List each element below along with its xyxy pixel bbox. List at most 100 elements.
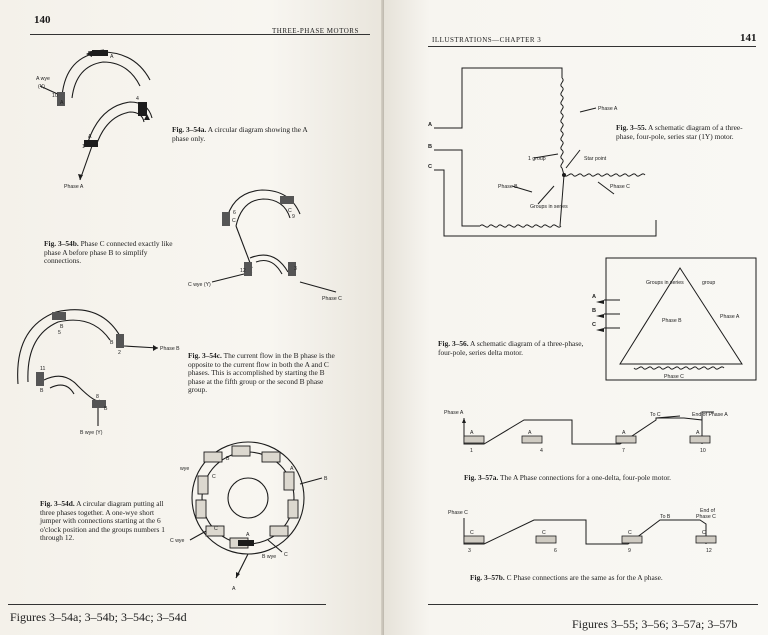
fig-57b-caption: Fig. 3–57b. C Phase connections are the …	[470, 573, 750, 583]
header-rule	[428, 46, 756, 47]
fig-54d-text: A circular diagram putting all three pha…	[40, 499, 165, 543]
groups-in-series-label: Groups in series	[530, 204, 568, 210]
phase-c-label: Phase C	[610, 184, 630, 190]
fig-54c-number: Fig. 3–54c.	[188, 351, 222, 360]
footer-caption: Figures 3–55; 3–56; 3–57a; 3–57b	[572, 617, 738, 631]
a-wye-label: A wye	[36, 76, 50, 82]
b-wye-label-d: B wye	[262, 554, 276, 560]
fig-57a-caption: Fig. 3–57a. The A Phase connections for …	[464, 473, 754, 483]
phase-c-label: Phase C	[448, 510, 468, 516]
group-label: group	[702, 280, 715, 286]
wye-label: wye	[180, 466, 189, 472]
one-group-label: 1 group	[528, 156, 546, 162]
n3-label: 3	[294, 266, 297, 272]
fig-54c-caption: Fig. 3–54c. The current flow in the B ph…	[188, 351, 338, 395]
fig-54d-caption: Fig. 3–54d. A circular diagram putting a…	[40, 499, 174, 543]
b-label-d2: B	[324, 476, 328, 482]
to-c-label: To C	[650, 412, 661, 418]
n10-label: 10	[700, 448, 706, 454]
star-point-label: Star point	[584, 156, 607, 162]
phase-b-label: Phase B	[498, 184, 518, 190]
n5-label: 5	[58, 330, 61, 336]
b-label-d1: B	[226, 456, 230, 462]
n12-label: 12	[706, 548, 712, 554]
end-of-label: End of	[700, 508, 716, 514]
n6-label: 6	[554, 548, 557, 554]
fig-54a-caption: Fig. 3–54a. A circular diagram showing t…	[172, 125, 310, 143]
delta-b-label: B	[592, 308, 596, 314]
fig-57b-text: C Phase connections are the same as for …	[506, 573, 663, 582]
fig-55-number: Fig. 3–55.	[616, 123, 647, 132]
c-wye-label: C wye (Y)	[188, 282, 211, 288]
c-label-3: C	[628, 530, 632, 536]
fig-57a-text: The A Phase connections for a one-delta,…	[500, 473, 672, 482]
b-wye-label: B wye (Y)	[80, 430, 103, 436]
c-label-1: C	[232, 218, 236, 224]
header-rule	[30, 34, 370, 35]
page-number: 141	[740, 32, 757, 44]
a-group-label: A	[60, 100, 64, 106]
a-label-2: A	[528, 430, 532, 436]
phase-a-label: Phase A	[444, 410, 464, 416]
fig-54b-text: Phase C connected exactly like phase A b…	[44, 239, 173, 266]
b-label-3: B	[40, 388, 44, 394]
footer-rule	[8, 604, 326, 605]
n10-label: 10	[52, 93, 58, 99]
c-label-d1: C	[212, 474, 216, 480]
line-b-label: B	[428, 144, 432, 150]
n1-label: 1	[82, 144, 85, 150]
phase-c-label: Phase C	[322, 296, 342, 302]
to-b-label: To B	[660, 514, 671, 520]
page-number: 140	[34, 14, 51, 26]
fig-56-number: Fig. 3–56.	[438, 339, 469, 348]
n6-label: 6	[233, 210, 236, 216]
fig-54d-diagram: B A C wye C A B C wye B wye C A	[170, 441, 328, 592]
n12-label: 12	[240, 268, 246, 274]
c-label-4: C	[702, 530, 706, 536]
fig-54c-text: The current flow in the B phase is the o…	[188, 351, 335, 395]
phase-a-label: Phase A	[720, 314, 740, 320]
phase-a-label: Phase A	[598, 106, 618, 112]
phase-a-label: Phase A	[64, 184, 84, 190]
n3-label: 3	[468, 548, 471, 554]
fig-54c-diagram: B 5 B 2 11 B 8 B Phase B B wye (Y)	[17, 309, 180, 436]
right-page: ILLUSTRATIONS—CHAPTER 3 141 A B C Phase …	[384, 0, 768, 635]
fig-55-text: A schematic diagram of a three-phase, fo…	[616, 123, 743, 141]
fig-55-caption: Fig. 3–55. A schematic diagram of a thre…	[616, 123, 748, 141]
b-label-2: B	[110, 340, 114, 346]
n7-label: 7	[622, 448, 625, 454]
phase-b-label: Phase B	[662, 318, 682, 324]
fig-56-caption: Fig. 3–56. A schematic diagram of a thre…	[438, 339, 588, 357]
left-page: 140 THREE-PHASE MOTORS A wye (Y) A 10 A …	[0, 0, 384, 635]
fig-55-diagram: A B C Phase A 1 group Star point Phase B…	[428, 67, 657, 237]
c-label-1: C	[470, 530, 474, 536]
a-label-d3: A	[232, 586, 236, 592]
a-group-label-3: A	[88, 134, 92, 140]
n11-label: 11	[40, 366, 45, 372]
fig-54a-number: Fig. 3–54a.	[172, 125, 207, 134]
a-label-3: A	[622, 430, 626, 436]
line-c-label: C	[428, 164, 432, 170]
c-wye-label-d: C wye	[170, 538, 185, 544]
line-a-label: A	[428, 122, 432, 128]
running-head: THREE-PHASE MOTORS	[272, 27, 359, 35]
fig-57a-number: Fig. 3–57a.	[464, 473, 499, 482]
fig-57a-diagram: Phase A To C End of Phase A A A A A 1 4 …	[444, 410, 728, 454]
c-label-d2: C	[214, 526, 218, 532]
fig-56-text: A schematic diagram of a three-phase, fo…	[438, 339, 584, 357]
n4-label: 4	[540, 448, 543, 454]
a-label-1: A	[470, 430, 474, 436]
c-label-2: C	[288, 208, 292, 214]
phase-c-label: Phase C	[664, 374, 684, 380]
fig-54d-number: Fig. 3–54d.	[40, 499, 75, 508]
a-label-d2: A	[246, 532, 250, 538]
running-head: ILLUSTRATIONS—CHAPTER 3	[432, 36, 542, 44]
y-label: (Y)	[38, 84, 45, 90]
b-label-1: B	[60, 324, 64, 330]
b-label-4: B	[104, 406, 108, 412]
n1-label: 1	[470, 448, 473, 454]
c-label-d3: C	[284, 552, 288, 558]
fig-57b-diagram: Phase C To B End of Phase C C C C C 3 6 …	[448, 508, 717, 554]
a-group-label-2: A	[110, 54, 114, 60]
delta-c-label: C	[592, 322, 596, 328]
